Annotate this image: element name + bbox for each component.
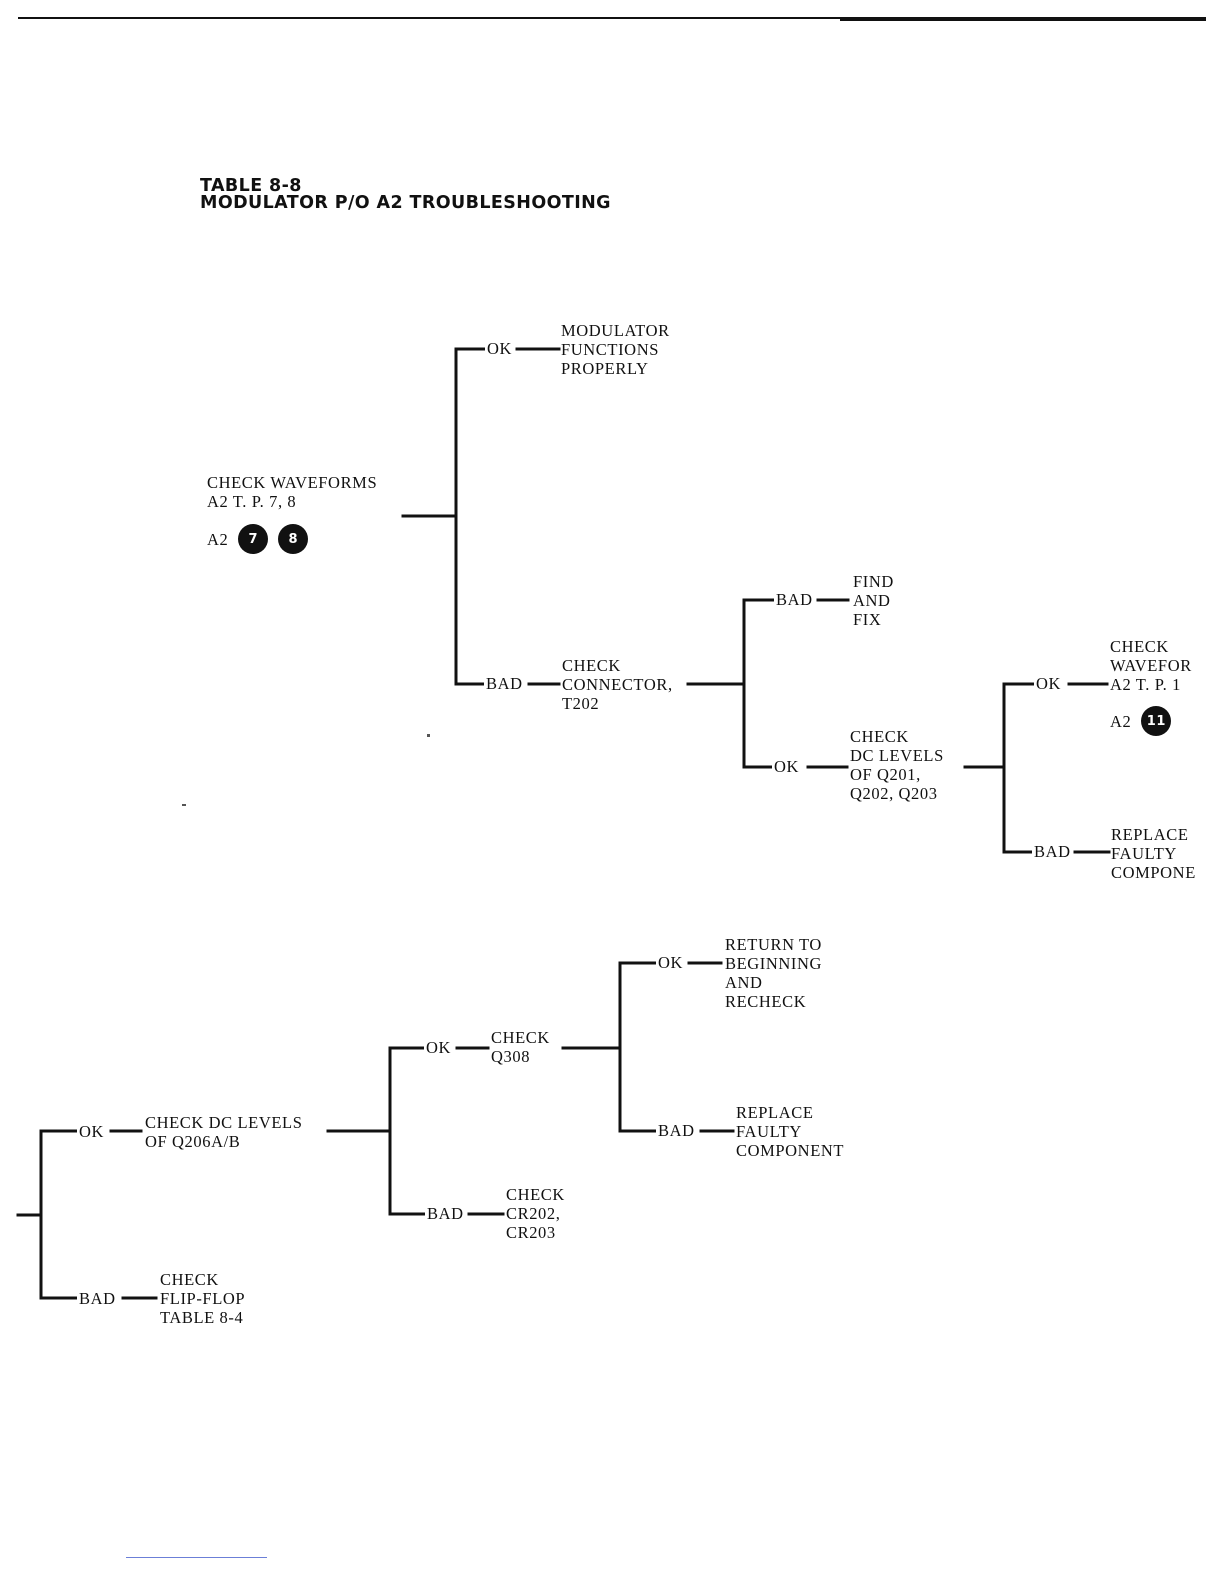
bad-branch-label: BAD <box>77 1289 118 1308</box>
node-line: COMPONENT <box>736 1141 845 1160</box>
node-line: CHECK <box>850 727 909 746</box>
test-point-circle: 8 <box>278 524 309 554</box>
scan-speck <box>427 734 430 737</box>
node-line: FAULTY <box>1111 844 1177 863</box>
node-line: FIX <box>853 610 882 629</box>
node-line: OF Q201, <box>850 765 921 784</box>
node-line: A2 T. P. 1 <box>1110 675 1181 694</box>
node-line: WAVEFOR <box>1110 656 1192 675</box>
ok-branch-label: OK <box>656 953 686 972</box>
table-title: MODULATOR P/O A2 TROUBLESHOOTING <box>200 193 611 213</box>
node-line: PROPERLY <box>561 359 649 378</box>
node-line: CHECK <box>491 1028 550 1047</box>
ok-branch-label: OK <box>424 1038 454 1057</box>
node-line: RETURN TO <box>725 935 822 954</box>
node-line: RECHECK <box>725 992 807 1011</box>
node-line: CR202, <box>506 1204 561 1223</box>
node-line: OF Q206A/B <box>145 1132 241 1151</box>
node-line: CR203 <box>506 1223 556 1242</box>
node-line: REPLACE <box>736 1103 814 1122</box>
test-point-circle: 11 <box>1141 706 1172 736</box>
node-line: CHECK <box>562 656 621 675</box>
test-point-markers: A2 11 <box>1110 706 1172 736</box>
ok-branch-label: OK <box>1034 674 1064 693</box>
node-line: T202 <box>562 694 600 713</box>
node-line: AND <box>725 973 763 992</box>
node-line: FIND <box>853 572 894 591</box>
node-line: FLIP-FLOP <box>160 1289 246 1308</box>
node-line: CONNECTOR, <box>562 675 673 694</box>
ok-branch-label: OK <box>77 1122 107 1141</box>
test-point-prefix: A2 <box>1110 711 1132 731</box>
test-point-prefix: A2 <box>207 529 229 549</box>
node-line: FAULTY <box>736 1122 802 1141</box>
node-line: A2 T. P. 7, 8 <box>207 492 297 511</box>
node-line: DC LEVELS <box>850 746 944 765</box>
node-line: MODULATOR <box>561 321 670 340</box>
node-line: BEGINNING <box>725 954 823 973</box>
bad-branch-label: BAD <box>774 590 815 609</box>
node-line: CHECK <box>1110 637 1169 656</box>
node-line: CHECK WAVEFORMS <box>207 473 378 492</box>
test-point-circle: 7 <box>238 524 269 554</box>
node-line: CHECK <box>160 1270 219 1289</box>
ok-branch-label: OK <box>485 339 515 358</box>
bad-branch-label: BAD <box>656 1121 697 1140</box>
node-line: FUNCTIONS <box>561 340 659 359</box>
scan-speck <box>182 804 186 806</box>
node-line: AND <box>853 591 891 610</box>
node-line: Q202, Q203 <box>850 784 938 803</box>
node-line: REPLACE <box>1111 825 1189 844</box>
table-number: TABLE 8-8 <box>200 176 302 196</box>
node-line: Q308 <box>491 1047 531 1066</box>
node-line: CHECK <box>506 1185 565 1204</box>
node-line: CHECK DC LEVELS <box>145 1113 303 1132</box>
ok-branch-label: OK <box>772 757 802 776</box>
bad-branch-label: BAD <box>425 1204 466 1223</box>
node-line: COMPONE <box>1111 863 1196 882</box>
top-rule-thick <box>840 17 1206 21</box>
bad-branch-label: BAD <box>1032 842 1073 861</box>
top-rule <box>18 17 1206 19</box>
table-header: TABLE 8-8 MODULATOR P/O A2 TROUBLESHOOTI… <box>200 176 611 213</box>
bottom-rule <box>126 1557 267 1558</box>
bad-branch-label: BAD <box>484 674 525 693</box>
node-line: TABLE 8-4 <box>160 1308 244 1327</box>
